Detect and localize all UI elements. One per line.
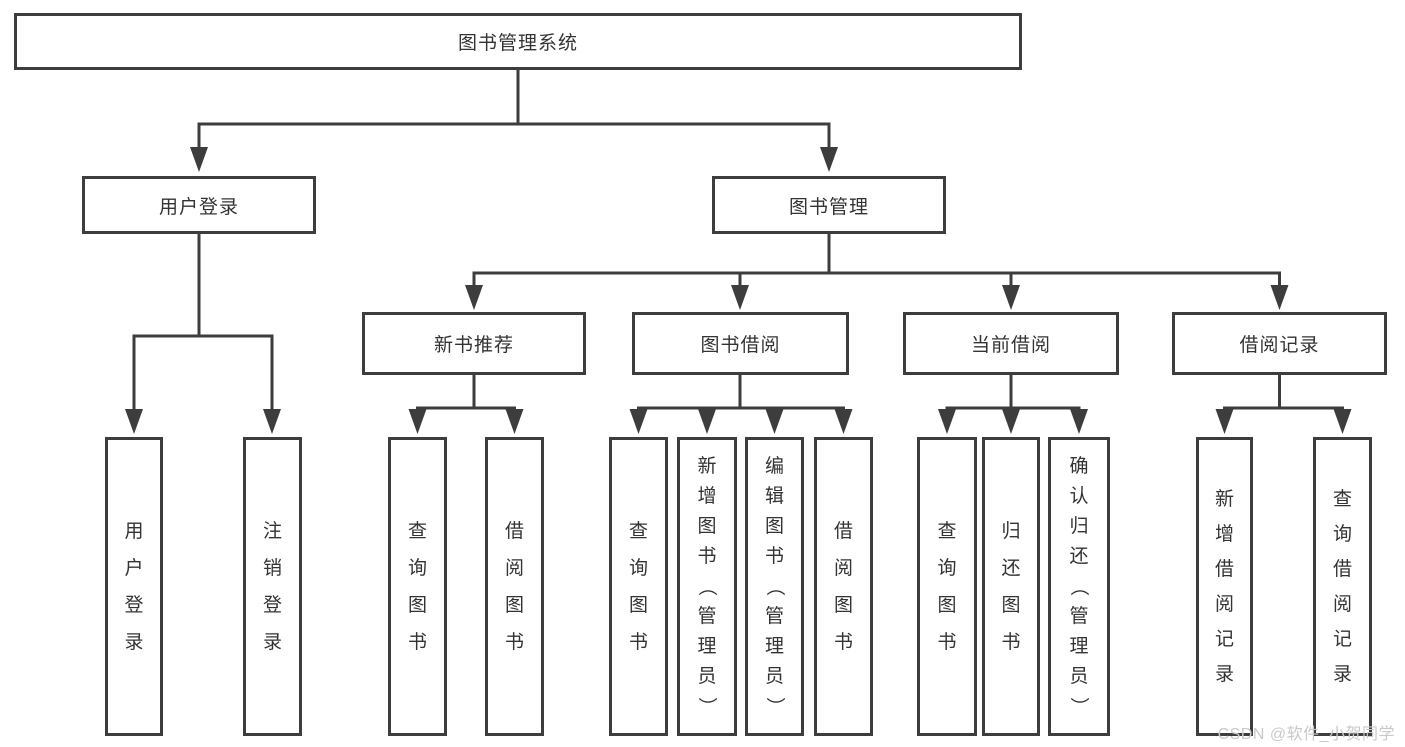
- node-user-login-action-label: 用户登录: [124, 520, 144, 653]
- node-logout: 注销登录: [243, 437, 302, 736]
- node-root-label: 图书管理系统: [457, 33, 578, 54]
- node-cb-return-book: 归还图书: [982, 437, 1040, 736]
- node-cb-query-book-label: 查询图书: [937, 520, 957, 653]
- node-cb-confirm-return-label: 确认归还（管理员）: [1068, 456, 1090, 717]
- node-user-login-action: 用户登录: [105, 437, 163, 736]
- csdn-watermark: CSDN @软件_小贺同学: [1217, 726, 1395, 743]
- node-bb-query-book: 查询图书: [609, 437, 668, 736]
- node-bb-add-book-label: 新增图书（管理员）: [696, 456, 718, 717]
- node-root: 图书管理系统: [14, 13, 1022, 70]
- node-bb-edit-book-label: 编辑图书（管理员）: [763, 456, 785, 717]
- node-new-book-rec: 新书推荐: [362, 312, 586, 375]
- node-logout-label: 注销登录: [262, 520, 282, 653]
- node-user-login-label: 用户登录: [158, 196, 239, 218]
- node-book-borrow: 图书借阅: [632, 312, 849, 375]
- node-user-login: 用户登录: [82, 176, 316, 234]
- node-br-add-record-label: 新增借阅记录: [1214, 488, 1234, 685]
- node-borrow-records-label: 借阅记录: [1239, 335, 1320, 356]
- node-book-borrow-label: 图书借阅: [700, 335, 781, 356]
- node-cb-return-book-label: 归还图书: [1001, 520, 1021, 653]
- node-br-query-record-label: 查询借阅记录: [1332, 488, 1352, 685]
- node-rec-query-book: 查询图书: [388, 437, 447, 736]
- node-current-borrow: 当前借阅: [903, 312, 1119, 375]
- node-bb-add-book: 新增图书（管理员）: [677, 437, 737, 736]
- node-bb-edit-book: 编辑图书（管理员）: [745, 437, 804, 736]
- node-rec-borrow-book: 借阅图书: [485, 437, 544, 736]
- node-rec-borrow-book-label: 借阅图书: [504, 520, 524, 653]
- node-br-query-record: 查询借阅记录: [1313, 437, 1372, 736]
- node-current-borrow-label: 当前借阅: [970, 335, 1051, 356]
- node-borrow-records: 借阅记录: [1172, 312, 1387, 375]
- node-br-add-record: 新增借阅记录: [1196, 437, 1253, 736]
- node-rec-query-book-label: 查询图书: [407, 520, 427, 653]
- node-bb-query-book-label: 查询图书: [628, 520, 648, 653]
- node-cb-confirm-return: 确认归还（管理员）: [1048, 437, 1110, 736]
- node-cb-query-book: 查询图书: [917, 437, 977, 736]
- node-book-mgmt-label: 图书管理: [788, 196, 869, 218]
- node-bb-borrow-book-label: 借阅图书: [833, 520, 853, 653]
- node-book-mgmt: 图书管理: [712, 176, 946, 234]
- node-new-book-rec-label: 新书推荐: [433, 335, 514, 356]
- arrowheads: [125, 147, 1352, 434]
- node-bb-borrow-book: 借阅图书: [814, 437, 873, 736]
